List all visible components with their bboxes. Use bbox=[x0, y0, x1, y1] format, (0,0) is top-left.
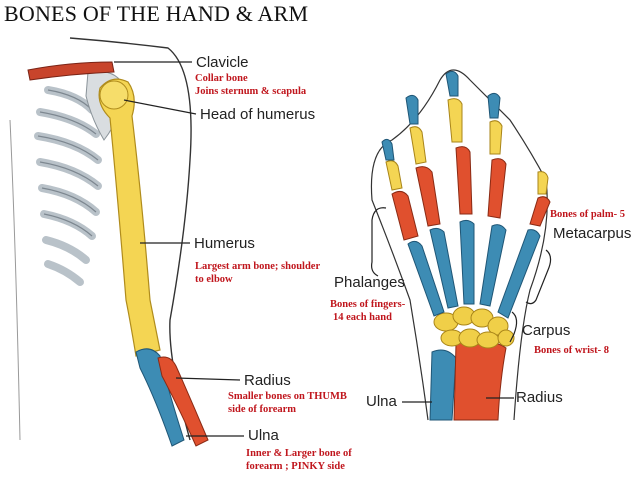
phalanges-label: Phalanges bbox=[334, 274, 405, 291]
hand-illustration bbox=[370, 69, 552, 421]
radius-note-line2: side of forearm bbox=[228, 404, 297, 415]
distal-phalanges bbox=[381, 70, 501, 161]
carpal-bones bbox=[433, 306, 515, 349]
carpus-label: Carpus bbox=[522, 322, 571, 339]
arm-outline bbox=[69, 37, 192, 441]
clavicle-note-line2: Joins sternum & scapula bbox=[195, 86, 307, 97]
radius-label-hand: Radius bbox=[516, 389, 563, 406]
metacarpus-note: Bones of palm- 5 bbox=[550, 209, 625, 220]
radius-label-arm: Radius bbox=[244, 372, 291, 389]
phalanges-note-line2: 14 each hand bbox=[333, 312, 392, 323]
ulna-bone-hand bbox=[429, 349, 457, 421]
carpus-bracket bbox=[509, 311, 518, 343]
phalanges-note-line1: Bones of fingers- bbox=[330, 299, 406, 310]
metacarpus-label: Metacarpus bbox=[553, 225, 632, 242]
ulna-note: Inner & Larger bone of forearm ; PINKY s… bbox=[246, 447, 352, 473]
radius-note-line1: Smaller bones on THUMB bbox=[228, 391, 347, 402]
humerus-note: Largest arm bone; shoulder to elbow bbox=[195, 260, 320, 286]
radius-bone-arm bbox=[157, 356, 209, 447]
humerus-note-line1: Largest arm bone; shoulder bbox=[195, 261, 321, 272]
humerus-note-line2: to elbow bbox=[195, 274, 233, 285]
humerus-bone bbox=[98, 78, 161, 357]
head-of-humerus-label: Head of humerus bbox=[200, 106, 316, 123]
ulna-label-hand: Ulna bbox=[366, 393, 397, 410]
middle-phalanges bbox=[385, 98, 549, 195]
ulna-bone-arm bbox=[135, 348, 185, 447]
phalanges-bracket bbox=[371, 207, 387, 277]
carpus-note: Bones of wrist- 8 bbox=[534, 345, 609, 356]
proximal-phalanges bbox=[391, 146, 551, 241]
metacarpal-bones bbox=[407, 219, 541, 319]
radius-bone-hand bbox=[453, 340, 507, 421]
torso-outline bbox=[9, 119, 21, 441]
humerus-head bbox=[99, 80, 129, 110]
arm-illustration bbox=[9, 37, 244, 447]
page-title: BONES OF THE HAND & ARM bbox=[4, 1, 309, 26]
ulna-label-arm: Ulna bbox=[248, 427, 279, 444]
hand-outline bbox=[370, 69, 548, 421]
radius-note: Smaller bones on THUMB side of forearm bbox=[228, 390, 347, 416]
phalanges-note: Bones of fingers- 14 each hand bbox=[330, 298, 405, 324]
humerus-label: Humerus bbox=[194, 235, 255, 252]
clavicle-bone bbox=[27, 61, 115, 81]
metacarpus-bracket bbox=[525, 249, 552, 305]
ulna-note-line1: Inner & Larger bone of bbox=[246, 448, 352, 459]
clavicle-note: Collar bone Joins sternum & scapula bbox=[195, 72, 306, 98]
clavicle-note-line1: Collar bone bbox=[195, 73, 248, 84]
clavicle-label: Clavicle bbox=[196, 54, 249, 71]
ulna-note-line2: forearm ; PINKY side bbox=[246, 461, 345, 472]
